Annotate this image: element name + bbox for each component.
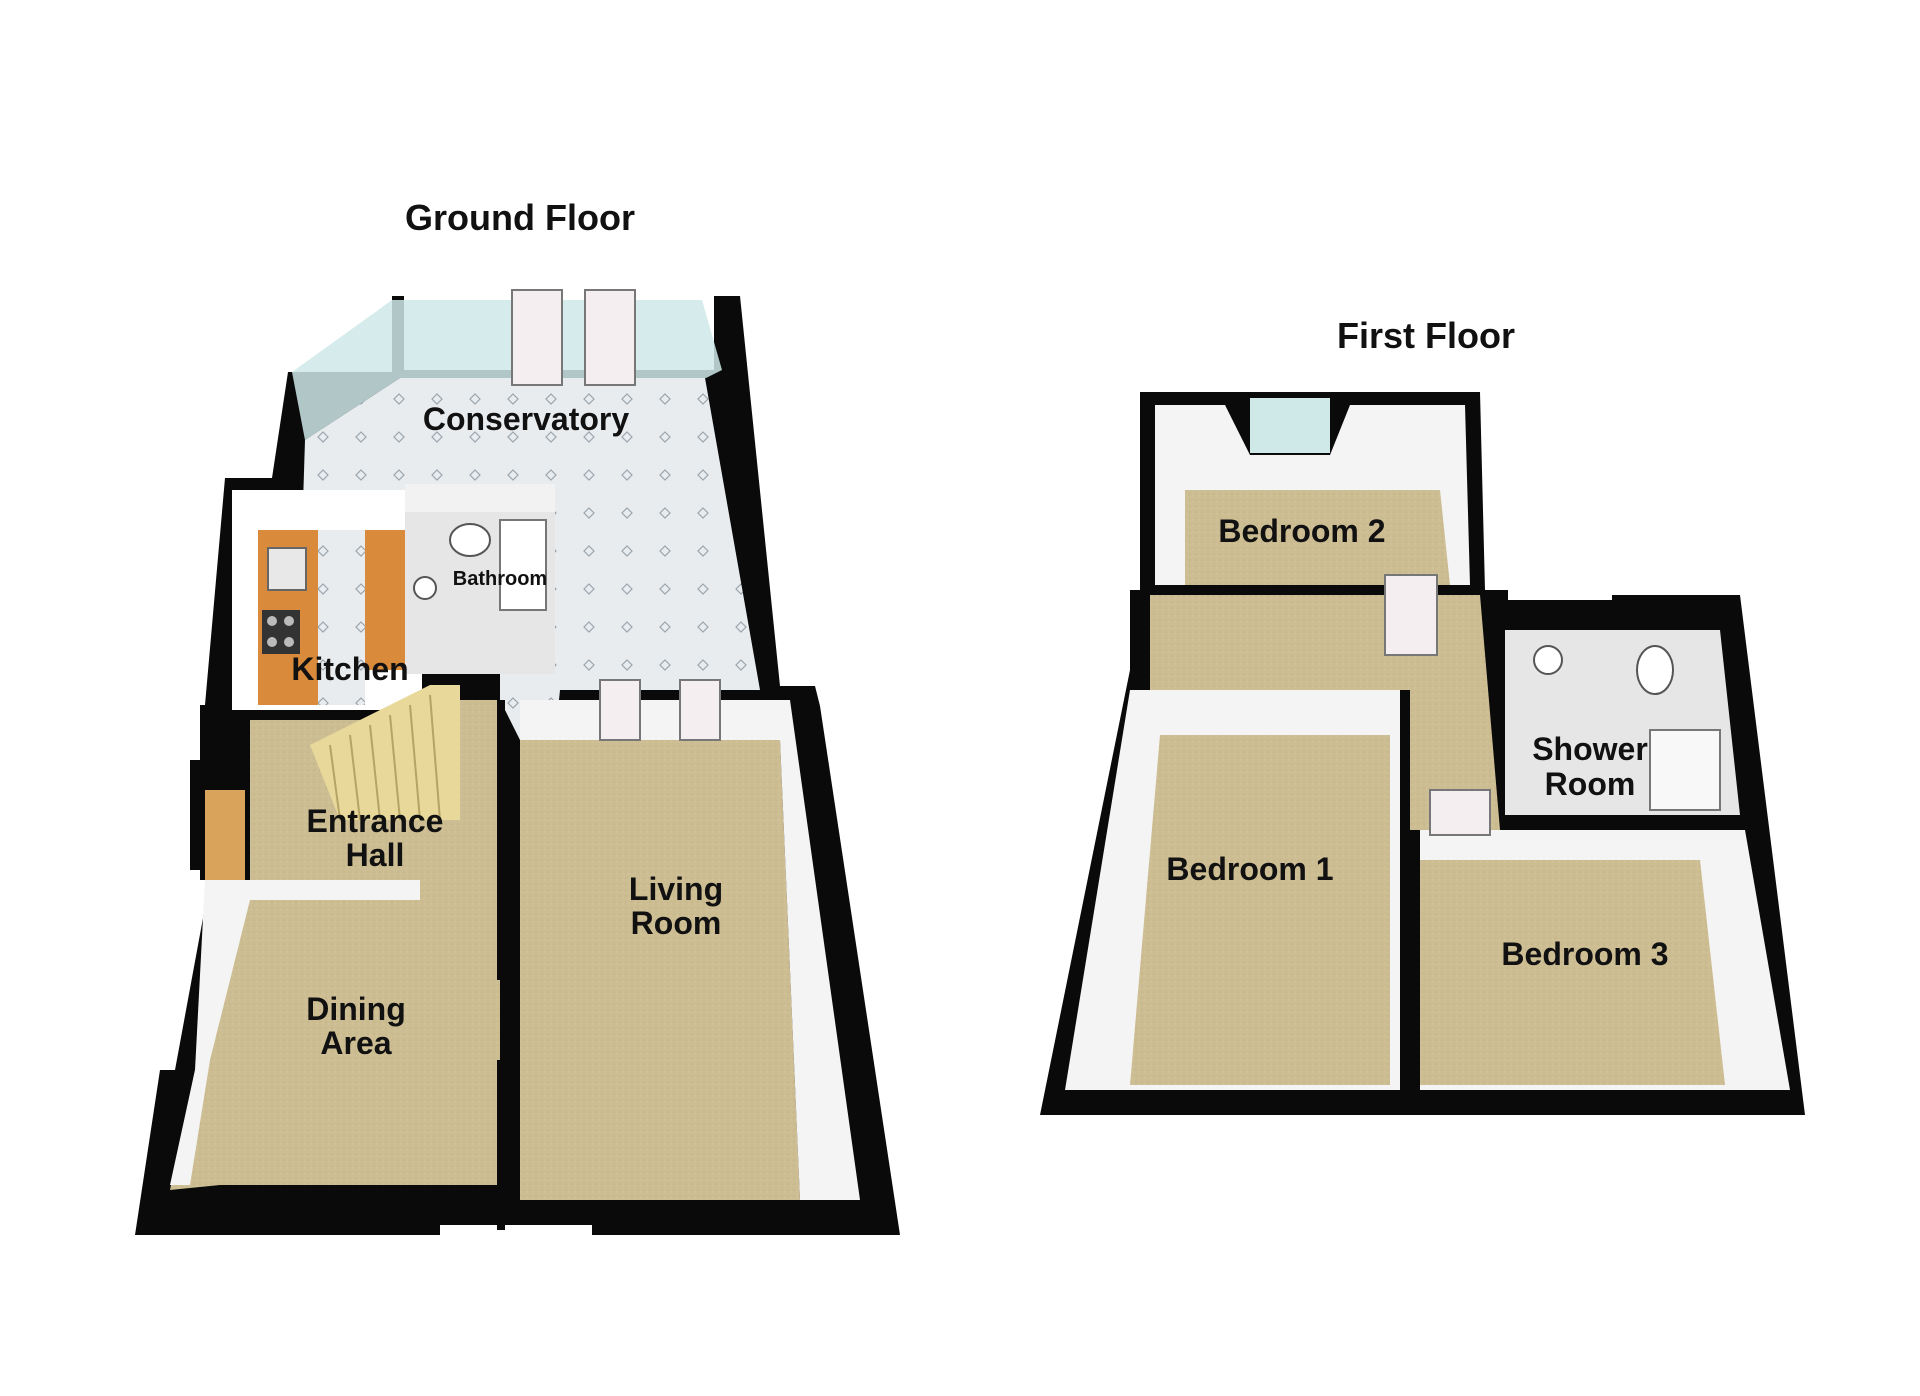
dining-area-wall [170,880,420,1185]
ground-floor-title: Ground Floor [405,197,635,238]
bedroom-2-floor [1185,490,1450,585]
kitchen-worktop-right [365,530,405,670]
dining-area-floor [170,890,500,1190]
hob-icon [262,610,300,654]
bedroom-1-floor [1130,735,1390,1085]
first-floor-title: First Floor [1337,315,1515,356]
ground-wall-divider-lower [497,1060,505,1230]
living-room-door [599,679,641,741]
basin-icon-first [1533,645,1563,675]
bedroom-2-window [1250,398,1330,453]
entrance-hall-label-line2: Hall [346,837,405,873]
dining-area-label-line1: Dining [306,991,406,1027]
bedroom-2-label: Bedroom 2 [1218,513,1385,549]
bedroom-3-label: Bedroom 3 [1501,936,1668,972]
living-room-wall [520,700,860,1200]
landing-door [1384,574,1438,656]
ground-floor: Ground Floor [135,197,900,1235]
toilet-icon-first [1636,645,1674,695]
entrance-hall-label-line1: Entrance [307,803,444,839]
kitchen-sink-icon [267,547,307,591]
front-door [205,790,245,880]
living-room-floor [520,740,800,1200]
conservatory-door-left [511,289,563,386]
kitchen-label: Kitchen [291,651,408,687]
dining-area-label-line2: Area [320,1025,391,1061]
bathroom-wall-top [405,484,555,512]
staircase [310,685,460,821]
shower-room-label-line1: Shower [1532,731,1648,767]
bathtub-icon [499,519,547,611]
bedroom-1-label: Bedroom 1 [1166,851,1333,887]
shower-enclosure-icon [1649,729,1721,811]
living-room-label-line2: Room [631,905,722,941]
basin-icon [413,576,437,600]
living-room-label-line1: Living [629,871,723,907]
conservatory-door-right [584,289,636,386]
ground-wall-divider [497,700,505,980]
shower-room-label-line2: Room [1545,766,1636,802]
toilet-icon [449,523,491,557]
bedroom-3-floor [1420,860,1725,1085]
conservatory-label: Conservatory [423,401,630,437]
bedroom-3-door [1429,789,1491,836]
kitchen-tile-floor [318,530,365,705]
living-room-door-2 [679,679,721,741]
bathroom-label: Bathroom [453,568,547,590]
first-floor: First Floor Bedroom 2 Shower Room Bedroo… [1040,315,1805,1115]
